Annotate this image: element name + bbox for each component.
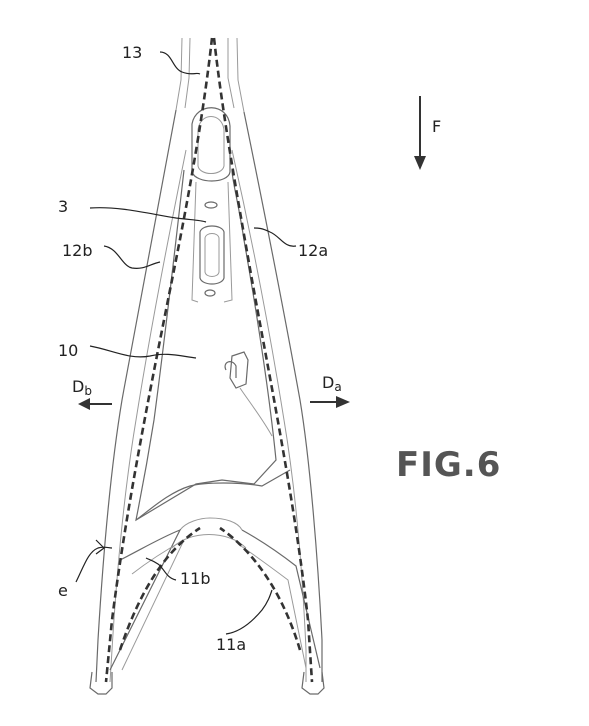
crossbar-upper [135, 469, 291, 521]
foot-left [89, 671, 113, 695]
leader-3 [89, 207, 207, 223]
lower-leg-left-inner [121, 538, 186, 671]
foot-right [301, 671, 325, 695]
lower-leg-right-outer [241, 529, 321, 669]
lower-leg-left-outer [109, 528, 182, 671]
top-tube-left-inner [184, 37, 191, 109]
label-3: 3 [58, 197, 68, 216]
leader-13 [159, 51, 201, 75]
dashed-line-right [212, 37, 314, 683]
arrow-da [310, 396, 350, 408]
reference-labels: 13 3 12b 12a 10 e 11b 11a F Db Da [58, 43, 441, 654]
bracket [229, 351, 249, 389]
leader-10 [89, 345, 197, 359]
label-db: Db [72, 377, 92, 398]
arrow-f [414, 96, 426, 170]
frame-structure [89, 37, 325, 695]
force-lines [104, 37, 314, 683]
figure-title: FIG.6 [396, 445, 501, 485]
arrow-da-head [336, 396, 350, 408]
slot-inner [204, 233, 220, 277]
leader-e [75, 546, 113, 583]
top-tube-left [175, 37, 183, 111]
label-12a: 12a [298, 241, 328, 260]
leader-11a [225, 589, 273, 635]
top-tube-right-inner [227, 38, 235, 109]
arrow-f-head [414, 156, 426, 170]
top-tube-right [236, 37, 245, 113]
outer-arm-right-inner [231, 149, 307, 682]
label-10: 10 [58, 341, 78, 360]
bracket-line [239, 387, 273, 437]
dashed-line-lower-left [118, 526, 201, 651]
slot [199, 225, 225, 285]
leader-12a [253, 227, 297, 247]
arrow-db-head [78, 398, 90, 410]
crossbar-notch [179, 517, 243, 531]
lower-leg-right-inner [237, 543, 307, 669]
label-da-main: D [322, 373, 334, 392]
label-11a: 11a [216, 635, 246, 654]
outer-arm-right [243, 111, 323, 682]
central-body [135, 169, 277, 522]
label-11b: 11b [180, 569, 211, 588]
outer-arm-left-inner [109, 149, 187, 683]
label-12b: 12b [62, 241, 93, 260]
outer-arm-left [95, 109, 177, 683]
neck-right [223, 181, 233, 303]
bracket-loop [224, 361, 237, 378]
leader-11b [145, 557, 177, 581]
label-da-sub: a [334, 380, 341, 394]
label-13: 13 [122, 43, 142, 62]
label-db-main: D [72, 377, 84, 396]
leader-lines [75, 51, 297, 635]
label-da: Da [322, 373, 342, 394]
label-e: e [58, 581, 68, 600]
label-db-sub: b [84, 384, 92, 398]
dashed-line-left [104, 37, 214, 683]
e-tick [95, 539, 105, 555]
head-hole [204, 201, 218, 209]
head-capsule-inner [197, 116, 225, 174]
dashed-line-lower-right [219, 526, 302, 651]
label-f: F [432, 117, 441, 136]
neck-left [191, 181, 199, 303]
leader-12b [103, 245, 161, 269]
lower-hole [204, 289, 216, 297]
arrow-db [78, 398, 112, 410]
